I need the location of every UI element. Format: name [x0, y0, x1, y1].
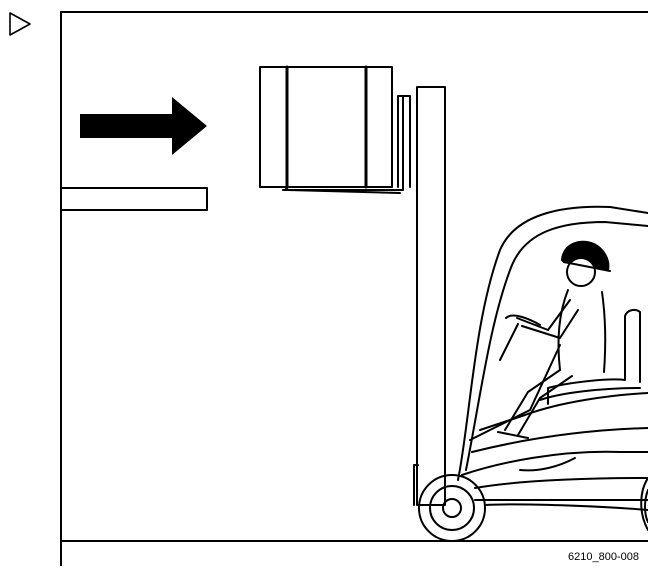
fork-arm: [283, 96, 410, 190]
triangle-right-outline-icon: [10, 13, 30, 35]
forklift-mast: [414, 87, 445, 505]
operator: [498, 242, 610, 438]
arrow-right-icon: [80, 97, 207, 155]
figure-id-label: 6210_800-008: [568, 551, 639, 563]
storage-shelf: [61, 188, 207, 210]
figure-frame: [61, 12, 648, 566]
forklift-truck: [419, 207, 648, 541]
load-box: [260, 67, 400, 193]
